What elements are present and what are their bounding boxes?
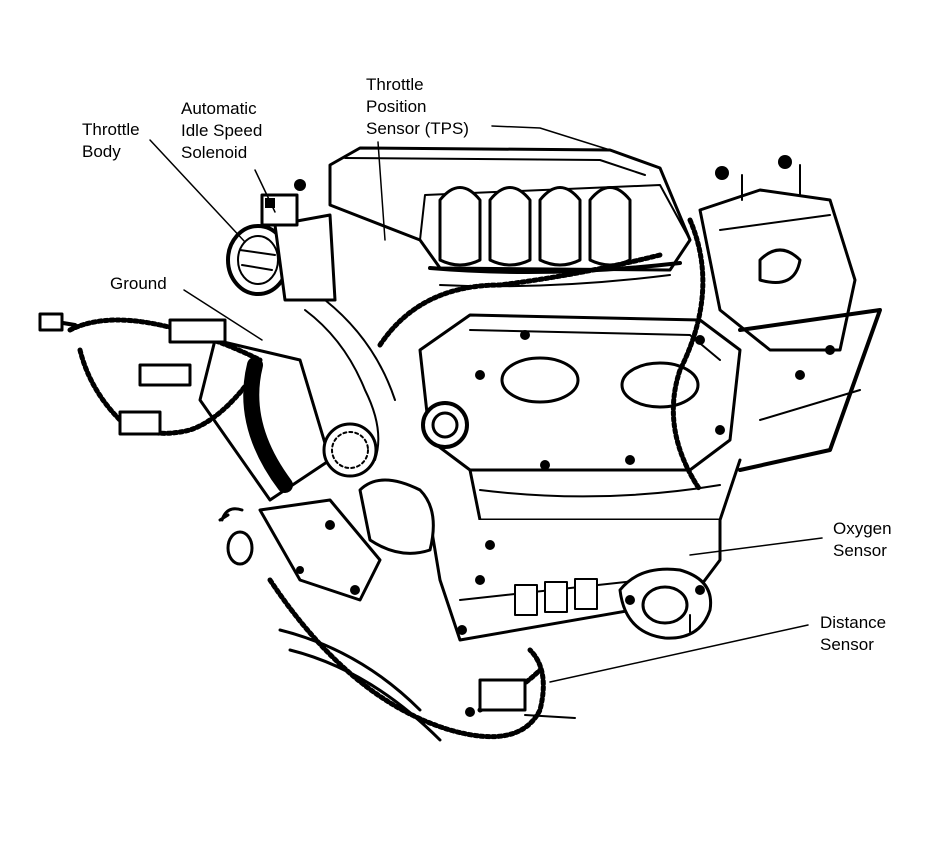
- leader-oxygen: [689, 537, 823, 556]
- leader-tps-top: [491, 125, 611, 151]
- wire-harness: [38, 217, 706, 742]
- leader-throttle-body: [149, 139, 246, 243]
- engine-block: [418, 313, 742, 642]
- right-components: [698, 155, 882, 472]
- intake-tube: [198, 299, 396, 502]
- label-idle-speed-solenoid: Automatic Idle Speed Solenoid: [181, 99, 263, 162]
- exhaust-flange: [618, 567, 713, 640]
- label-throttle-body: Throttle Body: [82, 120, 140, 161]
- leader-tps: [377, 141, 386, 241]
- label-distance-sensor: Distance Sensor: [820, 613, 887, 654]
- distributor: [322, 422, 435, 555]
- label-oxygen-sensor: Oxygen Sensor: [833, 519, 892, 560]
- intake-plenum: [328, 146, 692, 288]
- label-throttle-position-sensor: Throttle Position Sensor (TPS): [366, 75, 469, 138]
- throttle-body: [226, 179, 337, 302]
- leader-distance: [549, 624, 809, 683]
- leader-lines: [149, 125, 823, 683]
- leader-idle-solenoid: [254, 169, 276, 213]
- label-ground: Ground: [110, 274, 167, 293]
- front-bracket: [218, 498, 382, 602]
- leader-ground: [183, 289, 263, 341]
